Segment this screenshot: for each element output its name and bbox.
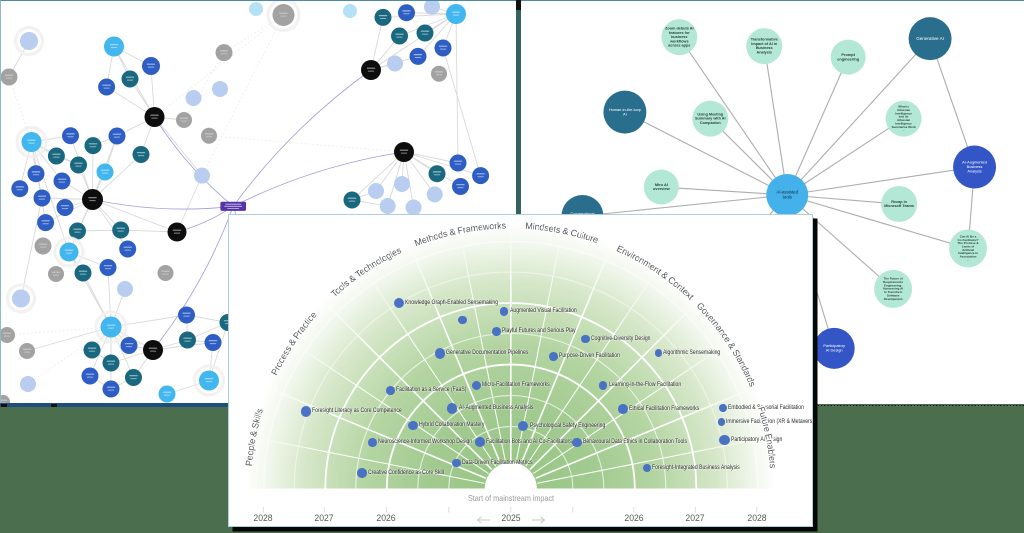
svg-text:Business: Business <box>755 46 772 50</box>
svg-text:across apps: across apps <box>668 44 690 48</box>
svg-text:Intelligence in: Intelligence in <box>958 251 978 255</box>
svg-text:Requirements: Requirements <box>883 280 903 284</box>
svg-text:Business: Business <box>966 164 982 169</box>
svg-text:Transformative: Transformative <box>750 38 777 42</box>
svg-text:..: .. <box>967 258 969 262</box>
svg-text:Prompt: Prompt <box>841 52 855 57</box>
svg-text:engineering: engineering <box>837 56 860 61</box>
svg-text:Software: Software <box>886 293 899 297</box>
svg-text:business: business <box>671 35 687 39</box>
svg-text:Artificial: Artificial <box>962 248 974 252</box>
svg-text:Summary with AI: Summary with AI <box>695 117 726 121</box>
svg-text:Can AI Be a: Can AI Be a <box>959 234 976 238</box>
svg-text:AI: AI <box>623 111 627 116</box>
svg-text:Co-Facilitator?: Co-Facilitator? <box>957 238 978 242</box>
svg-text:AI-assisted: AI-assisted <box>776 190 798 195</box>
svg-text:to Transform: to Transform <box>884 290 903 294</box>
svg-text:Atlassian: Atlassian <box>896 118 909 122</box>
svg-text:Analysis: Analysis <box>756 51 772 55</box>
svg-text:Engineering:: Engineering: <box>884 283 902 287</box>
svg-text:and its: and its <box>898 115 908 119</box>
svg-text:Conversational: Conversational <box>570 212 594 216</box>
svg-text:..: .. <box>902 128 904 132</box>
svg-text:Recap in: Recap in <box>891 200 907 204</box>
svg-text:Microsoft Teams: Microsoft Teams <box>884 204 914 208</box>
svg-text:Development: Development <box>883 297 902 301</box>
svg-text:Limits of: Limits of <box>961 245 973 249</box>
svg-text:Miro AI: Miro AI <box>654 182 667 187</box>
svg-text:Human-in-the-loop: Human-in-the-loop <box>608 107 640 112</box>
svg-text:Zoom debuts AI: Zoom debuts AI <box>665 27 693 31</box>
svg-text:Using Meeting: Using Meeting <box>697 112 724 116</box>
svg-text:Generative AI: Generative AI <box>916 36 944 41</box>
svg-text:What is: What is <box>898 105 909 109</box>
svg-text:AI Design: AI Design <box>825 348 842 353</box>
svg-text:Summarize Work: Summarize Work <box>891 125 915 129</box>
svg-text:Harnessing AI: Harnessing AI <box>883 287 903 291</box>
svg-text:workflows: workflows <box>669 39 689 43</box>
svg-text:Intelligence: Intelligence <box>895 111 912 115</box>
svg-text:Atlassian: Atlassian <box>896 108 909 112</box>
svg-text:Impact of AI in: Impact of AI in <box>751 42 778 46</box>
svg-text:Participatory: Participatory <box>823 343 845 348</box>
svg-text:Analysis: Analysis <box>967 168 981 173</box>
svg-text:The Promise &: The Promise & <box>957 241 979 245</box>
svg-text:features for: features for <box>668 31 689 35</box>
svg-text:AI-Augmented: AI-Augmented <box>962 160 987 165</box>
svg-text:Intelligence: Intelligence <box>895 121 912 125</box>
svg-text:The Future of: The Future of <box>883 277 902 281</box>
svg-text:Companion: Companion <box>699 121 720 125</box>
svg-text:tools: tools <box>782 195 792 200</box>
svg-text:Association: Association <box>959 255 976 259</box>
svg-text:overview: overview <box>653 186 671 191</box>
